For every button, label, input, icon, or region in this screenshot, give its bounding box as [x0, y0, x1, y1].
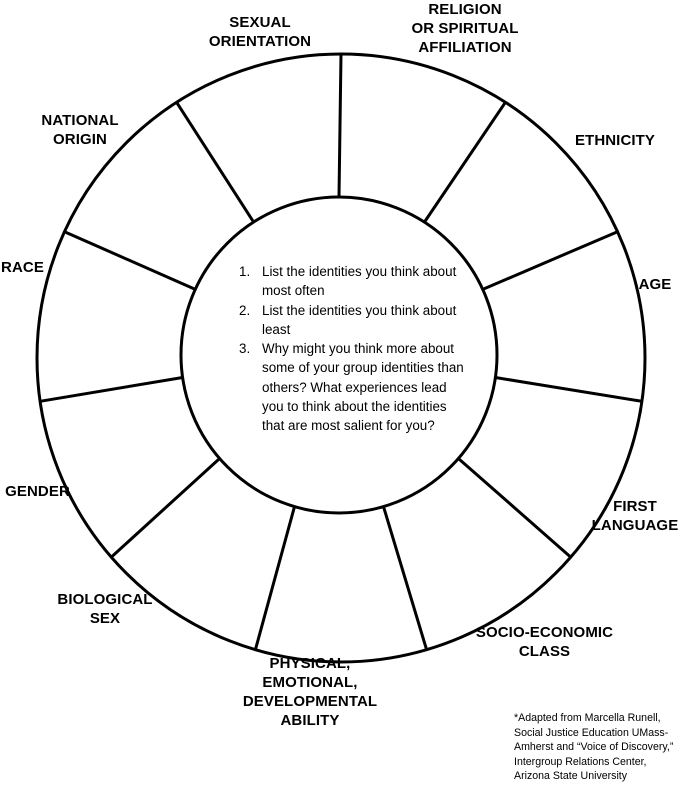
segment-divider [495, 376, 643, 403]
label-line: BIOLOGICAL [57, 591, 153, 608]
label-line: RACE [1, 259, 44, 276]
label-line: OR SPIRITUAL [411, 20, 519, 37]
segment-divider [253, 506, 296, 651]
reflection-questions: 1. List the identities you think about m… [235, 262, 465, 436]
segment-divider [110, 457, 221, 559]
label-line: DEVELOPMENTAL [242, 693, 378, 710]
segment-divider [382, 506, 429, 651]
label-socio-economic-class: SOCIO-ECONOMIC CLASS [462, 623, 627, 661]
label-line: FIRST [613, 498, 657, 515]
label-line: SOCIO-ECONOMIC [475, 624, 614, 641]
label-line: AGE [638, 276, 672, 293]
label-race: RACE [0, 258, 45, 277]
label-line: ORIENTATION [208, 33, 312, 50]
label-biological-sex: BIOLOGICAL SEX [40, 590, 170, 628]
question-text: List the identities you think about most… [262, 264, 457, 299]
label-line: ORIGIN [53, 131, 107, 148]
question-text: Why might you think more about some of y… [262, 341, 464, 434]
question-number: 1. [239, 264, 251, 279]
label-line: SEXUAL [229, 14, 291, 31]
question-number: 2. [239, 302, 251, 318]
label-line: AFFILIATION [418, 39, 512, 56]
label-line: RELIGION [428, 1, 502, 18]
question-item: 1. List the identities you think about m… [235, 262, 465, 301]
label-line: SEX [89, 610, 121, 627]
label-line: PHYSICAL, [269, 655, 351, 672]
segment-divider [337, 53, 343, 198]
label-line: ETHNICITY [574, 132, 656, 149]
segment-divider [457, 457, 572, 559]
label-line: EMOTIONAL, [262, 674, 358, 691]
segment-divider [423, 101, 507, 223]
label-religion: RELIGION OR SPIRITUAL AFFILIATION [385, 0, 545, 57]
label-age: AGE [630, 275, 680, 294]
question-item: 3. Why might you think more about some o… [235, 339, 465, 435]
label-line: LANGUAGE [591, 517, 679, 534]
label-physical-ability: PHYSICAL, EMOTIONAL, DEVELOPMENTAL ABILITY [230, 654, 390, 730]
question-number: 3. [239, 341, 251, 357]
source-footnote: *Adapted from Marcella Runell, Social Ju… [514, 712, 674, 783]
label-line: CLASS [518, 643, 571, 660]
label-line: GENDER [5, 483, 70, 500]
label-line: ABILITY [280, 712, 340, 729]
label-first-language: FIRST LANGUAGE [585, 497, 685, 535]
segment-divider [39, 376, 183, 403]
segment-dividers [39, 53, 643, 651]
label-ethnicity: ETHNICITY [560, 131, 670, 150]
question-item: 2. List the identities you think about l… [235, 301, 465, 340]
label-sexual-orientation: SEXUAL ORIENTATION [195, 13, 325, 51]
segment-divider [482, 230, 619, 291]
segment-divider [175, 101, 255, 223]
segment-divider [63, 230, 196, 291]
label-line: NATIONAL [41, 112, 119, 129]
label-gender: GENDER [0, 482, 75, 501]
label-national-origin: NATIONAL ORIGIN [30, 111, 130, 149]
question-text: List the identities you think about leas… [262, 302, 457, 337]
